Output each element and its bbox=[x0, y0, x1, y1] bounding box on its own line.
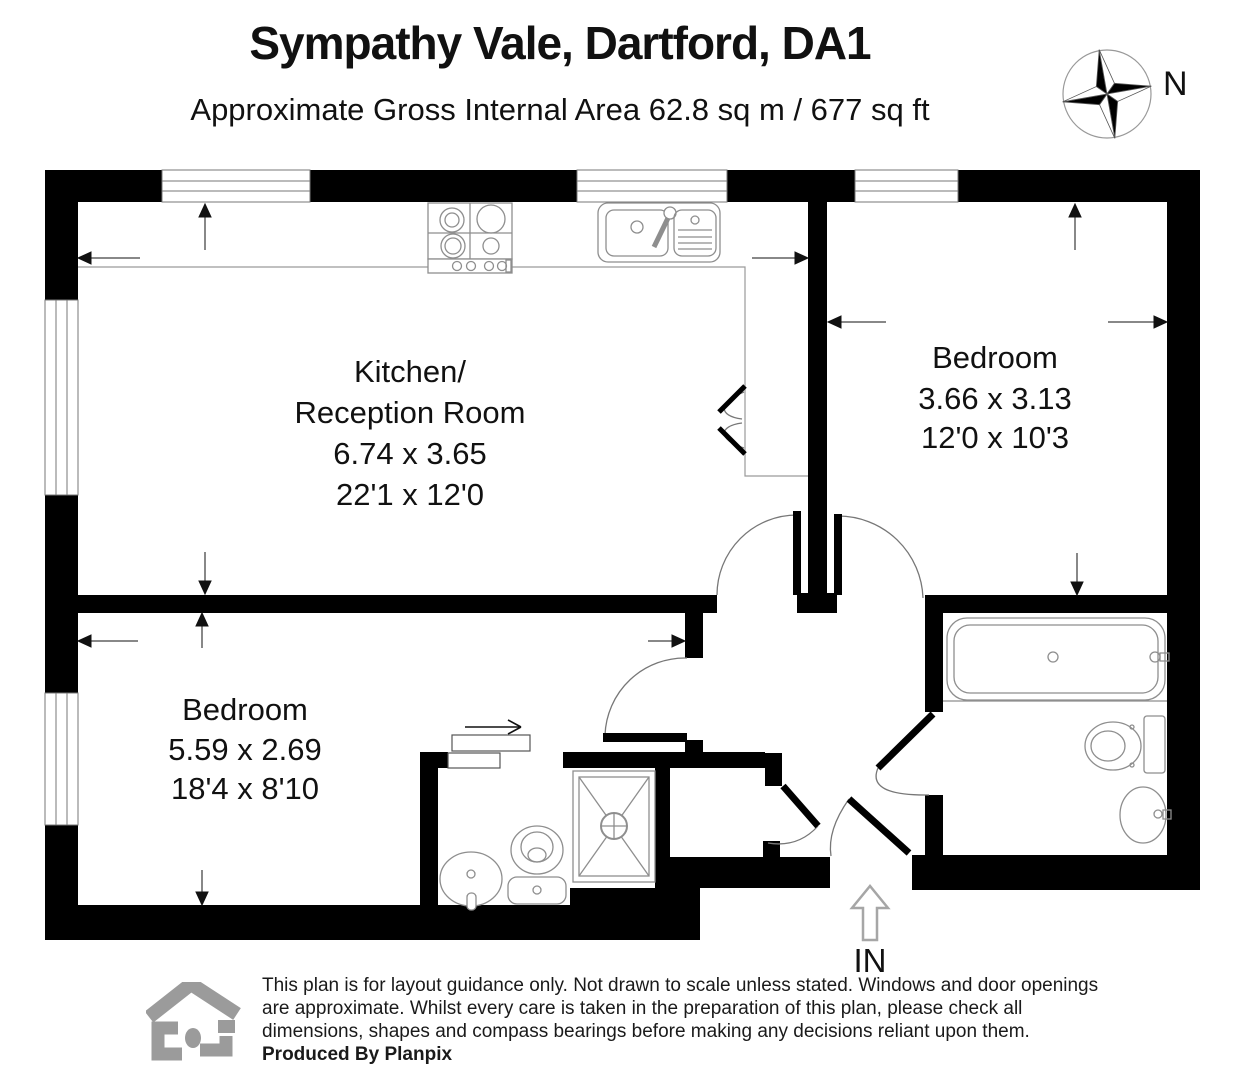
entrance-label: IN bbox=[854, 942, 887, 979]
dimension-arrow bbox=[1108, 315, 1169, 329]
window bbox=[576, 169, 728, 203]
window bbox=[161, 169, 311, 203]
dimension-arrow bbox=[1070, 553, 1084, 597]
page-title: Sympathy Vale, Dartford, DA1 bbox=[249, 17, 871, 69]
shower-tray-icon bbox=[572, 770, 656, 883]
door-leaf bbox=[780, 711, 936, 856]
wash-basin-icon bbox=[439, 851, 503, 911]
dimension-arrow bbox=[195, 870, 209, 907]
windows bbox=[44, 169, 959, 826]
bedroom-left-dimensions-metric: 5.59 x 2.69 bbox=[168, 732, 321, 767]
bedroom-left-label: Bedroom bbox=[182, 692, 308, 727]
toilet-icon bbox=[507, 825, 567, 905]
window bbox=[44, 692, 79, 826]
doors bbox=[447, 384, 936, 857]
sliding-door bbox=[447, 719, 531, 769]
fixtures bbox=[427, 202, 1172, 911]
kitchen-dimensions-imperial: 22'1 x 12'0 bbox=[336, 477, 484, 512]
toilet-icon bbox=[1084, 715, 1166, 774]
dimension-arrow bbox=[648, 634, 687, 648]
dimension-arrow bbox=[826, 315, 886, 329]
footer-disclaimer: This plan is for layout guidance only. N… bbox=[262, 974, 1142, 1066]
hob-icon bbox=[427, 202, 513, 274]
bedroom-right-label: Bedroom bbox=[932, 340, 1058, 375]
entrance-arrow-icon bbox=[849, 884, 891, 942]
bathtub-icon bbox=[943, 617, 1170, 702]
entrance: IN bbox=[849, 884, 891, 979]
disclaimer-line: are approximate. Whilst every care is ta… bbox=[262, 998, 1023, 1019]
kitchen-label: Reception Room bbox=[295, 395, 526, 430]
window bbox=[44, 299, 79, 496]
kitchen-dimensions-metric: 6.74 x 3.65 bbox=[333, 436, 486, 471]
wash-basin-icon bbox=[1119, 786, 1172, 844]
bedroom-right-dimensions-imperial: 12'0 x 10'3 bbox=[921, 420, 1069, 455]
dimension-arrows bbox=[76, 202, 1169, 907]
window bbox=[854, 169, 959, 203]
header: Sympathy Vale, Dartford, DA1 Approximate… bbox=[0, 0, 1120, 128]
bedroom-right-dimensions-metric: 3.66 x 3.13 bbox=[918, 381, 1071, 416]
walls bbox=[45, 170, 1200, 940]
bifold-door bbox=[717, 384, 747, 456]
area-subtitle: Approximate Gross Internal Area 62.8 sq … bbox=[190, 92, 930, 127]
disclaimer-line: dimensions, shapes and compass bearings … bbox=[262, 1021, 1030, 1042]
compass-north-label: N bbox=[1163, 65, 1188, 103]
kitchen-sink-icon bbox=[597, 202, 721, 263]
dimension-arrow bbox=[752, 251, 810, 265]
dimension-arrow bbox=[1068, 202, 1082, 250]
dimension-arrow bbox=[198, 552, 212, 596]
kitchen-label: Kitchen/ bbox=[354, 354, 466, 389]
dimension-arrow bbox=[198, 202, 212, 250]
door-leaf bbox=[603, 511, 842, 742]
planpix-logo-icon bbox=[146, 982, 241, 1061]
dimension-arrow bbox=[195, 611, 209, 648]
dimension-arrow bbox=[76, 251, 140, 265]
producer-credit: Produced By Planpix bbox=[262, 1044, 453, 1065]
kitchen-counter bbox=[78, 266, 808, 477]
bedroom-left-dimensions-imperial: 18'4 x 8'10 bbox=[171, 771, 319, 806]
room-labels: Kitchen/ Reception Room 6.74 x 3.65 22'1… bbox=[168, 340, 1071, 806]
disclaimer-line: This plan is for layout guidance only. N… bbox=[262, 975, 1099, 996]
compass-icon: N bbox=[1062, 49, 1188, 139]
dimension-arrow bbox=[76, 634, 138, 648]
